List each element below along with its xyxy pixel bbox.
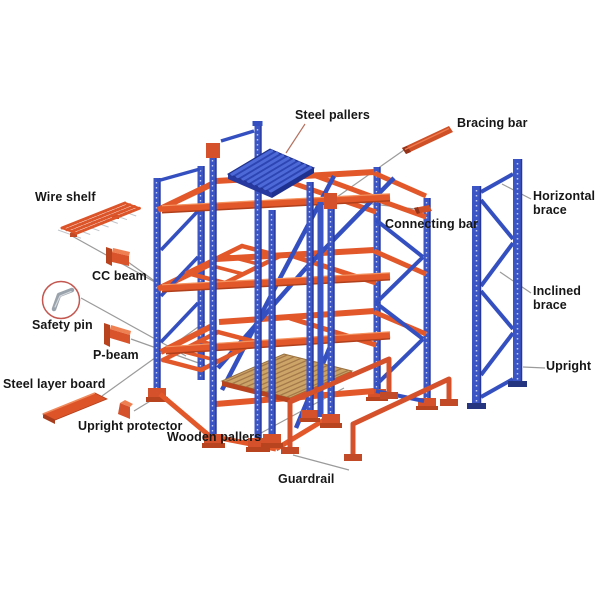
inclined-brace-2 [479,241,515,288]
label-steel-pallers: Steel pallers [295,108,370,122]
upright-post-right [508,159,527,387]
label-upright: Upright [546,359,592,373]
label-connecting-bar: Connecting bar [385,217,479,231]
top-rail-mid [220,129,255,143]
horizontal-brace-top [480,172,514,194]
leader-upright [522,366,546,369]
guardrail-feet [281,392,458,461]
label-guardrail: Guardrail [278,472,335,486]
leader-steel-pallers [285,123,306,154]
safety-pin-graphic [41,280,81,320]
rack-beams-front [161,193,391,355]
inclined-brace-3 [479,289,515,331]
label-safety-pin: Safety pin [32,318,93,332]
label-cc-beam: CC beam [92,269,147,283]
upright-frame-graphic [467,159,527,409]
label-upright-protector: Upright protector [78,419,183,433]
label-inclined-brace: Inclined brace [533,284,582,312]
label-wooden-pallers: Wooden pallers [167,430,262,444]
rack-back-posts [146,129,438,410]
top-rail-left [156,167,201,183]
label-bracing-bar: Bracing bar [457,116,528,130]
steel-layer-board-graphic [42,392,108,424]
horizontal-brace-bottom [480,377,514,399]
rack-front-posts [202,121,342,452]
bracing-bar-graphic [402,126,453,154]
wire-shelf-graphic [57,201,141,239]
steel-pallet-graphic [226,148,316,198]
label-steel-layer-board: Steel layer board [3,377,106,391]
label-p-beam: P-beam [93,348,139,362]
guardrail-graphic [287,356,452,461]
cc-beam-graphic [106,247,130,266]
main-rack-graphic [146,121,458,461]
leader-guardrail [292,454,350,471]
inclined-brace-4 [479,331,515,377]
label-wire-shelf: Wire shelf [35,190,96,204]
upright-brace-set [479,172,515,399]
connecting-bar-graphic [414,205,432,214]
inclined-brace-1 [479,198,515,241]
upright-post-left [467,186,486,409]
upright-protector-graphic [118,400,133,419]
label-horizontal-brace: Horizontal brace [533,189,596,217]
p-beam-graphic [104,323,131,347]
